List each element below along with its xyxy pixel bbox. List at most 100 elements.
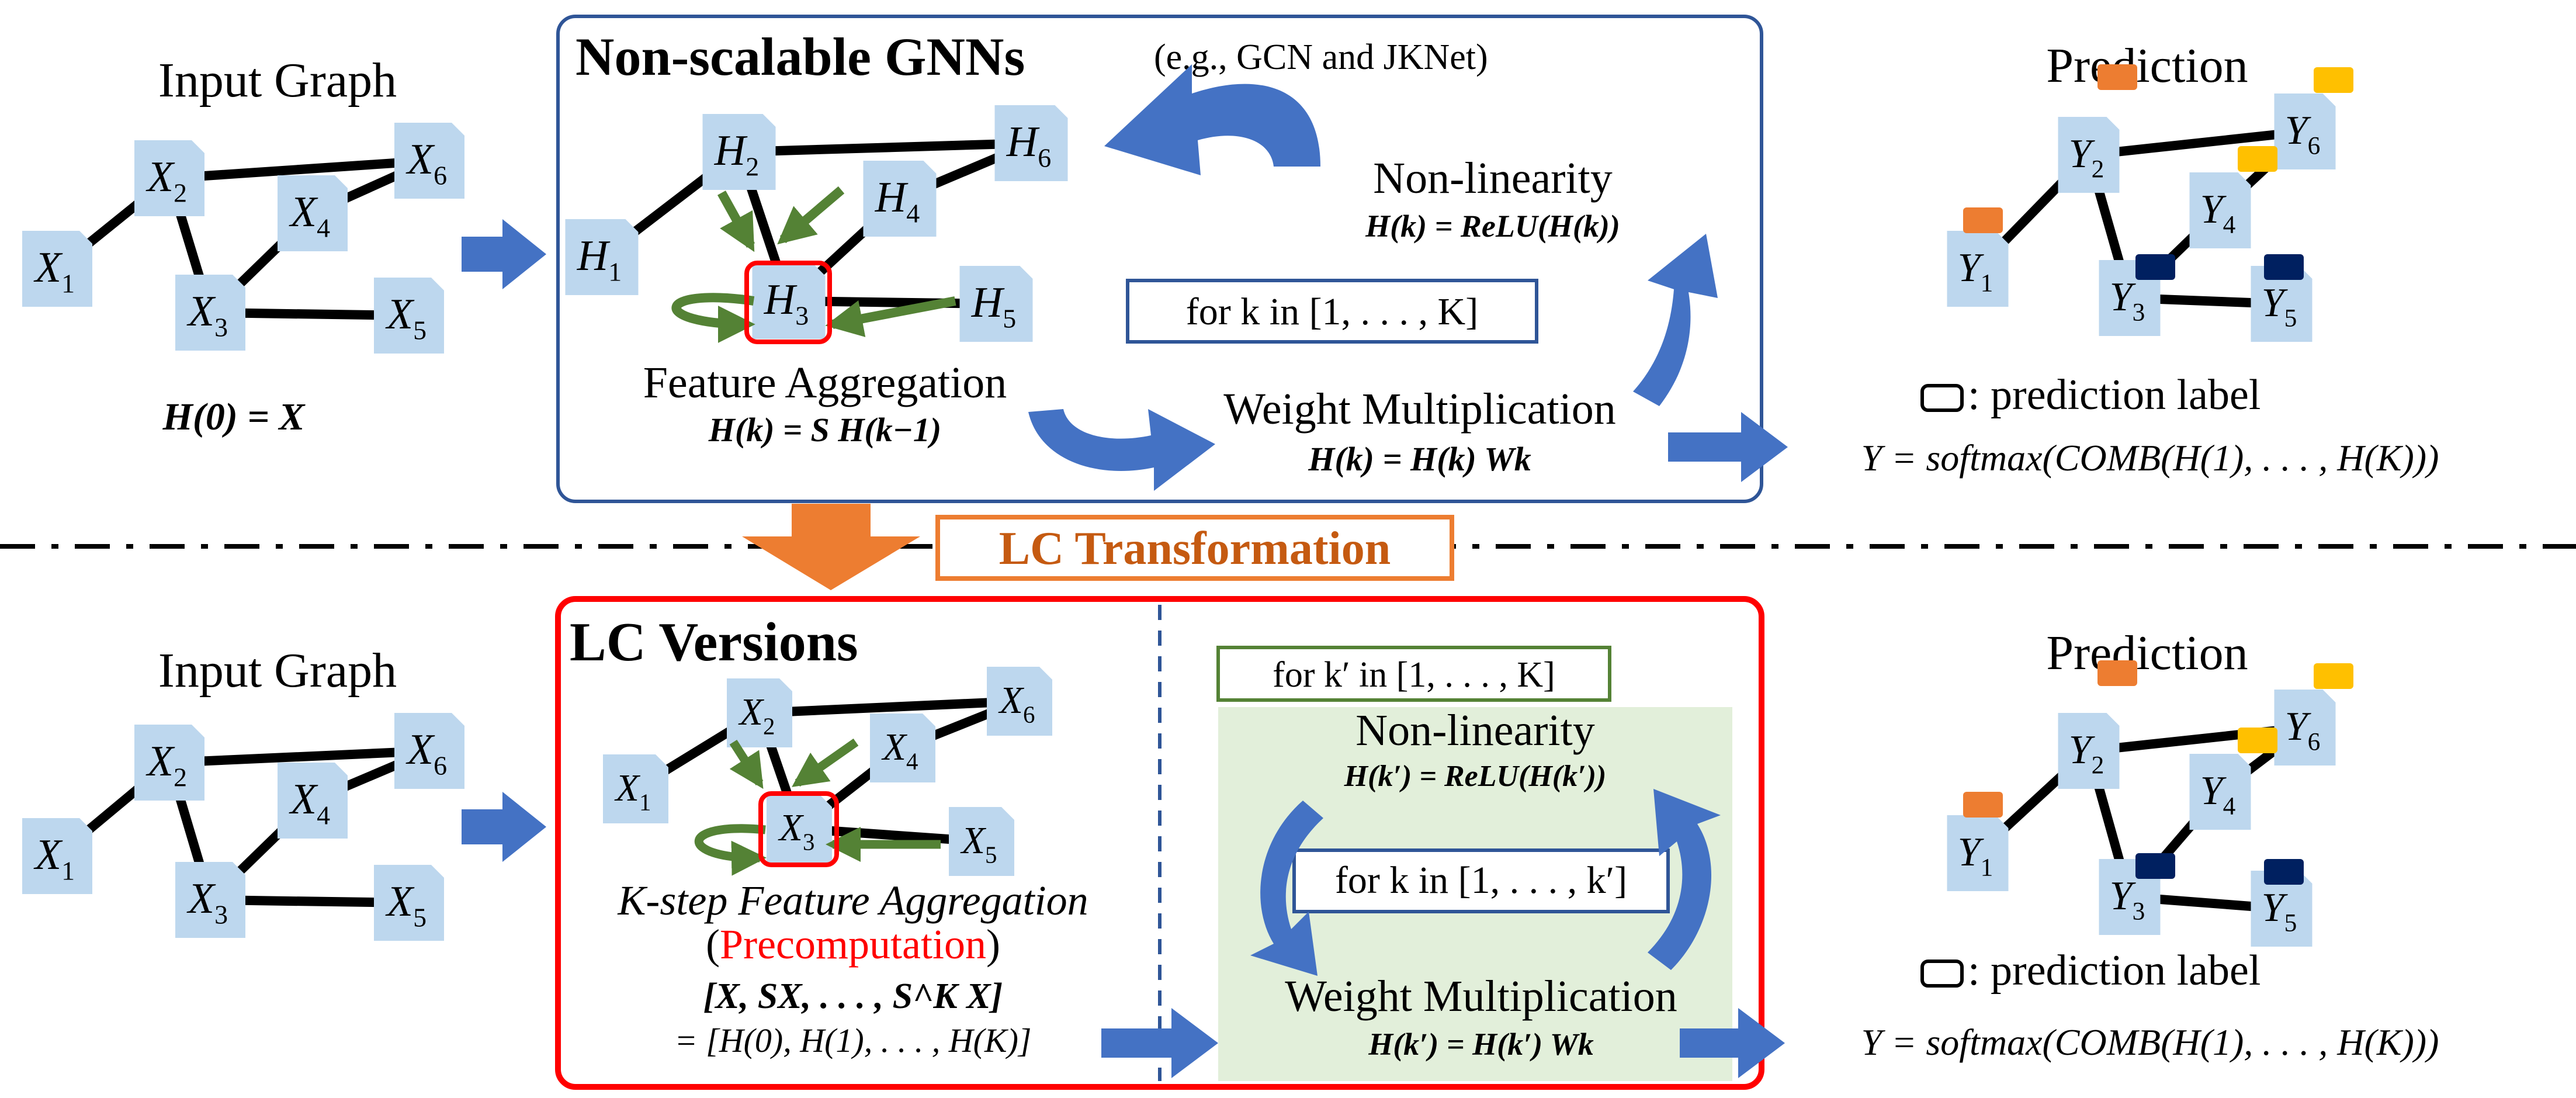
prediction-label-swatch [2314,67,2353,93]
graph-node: Y5 [2251,266,2312,342]
graph-node: Y6 [2274,690,2336,766]
graph-node: Y4 [2189,172,2251,248]
node-label: X3 [778,806,815,855]
node-label: Y5 [2262,280,2297,332]
graph-edge [169,156,430,183]
graph-node: X1 [22,818,92,894]
bottom-outer-loop-box [1216,646,1611,702]
node-box [870,713,935,782]
node-box [2058,713,2120,789]
graph-node: Y1 [1947,815,2009,891]
bottom-x3-highlight [758,791,839,867]
bottom-legend-label: : prediction label [1968,947,2260,995]
bottom-input-title: Input Graph [158,643,397,698]
graph-node: H3 [752,263,826,339]
top-input-formula: H(0) = X [162,396,306,438]
top-prediction-title: Prediction [2046,39,2248,93]
bottom-middle-arrow [1101,1008,1218,1078]
top-panel-title: Non-scalable GNNs [575,27,1025,86]
graph-node: X2 [727,678,792,747]
node-label: Y4 [2200,768,2236,820]
node-box [278,175,348,251]
node-label: X5 [385,878,427,933]
prediction-label-swatch [2238,728,2277,753]
node-label: X6 [405,136,447,190]
node-box [394,713,464,789]
bottom-lc-panel [555,596,1764,1090]
node-label: H1 [577,232,622,287]
graph-node: X5 [374,278,444,354]
bottom-precomp-label: Precomputation [720,921,986,968]
graph-node: H1 [565,219,639,295]
bottom-precomp-line: (Precomputation) [706,921,1000,968]
graph-node: H2 [702,114,776,190]
graph-node: X5 [374,865,444,941]
node-label: X6 [998,679,1035,728]
node-box [767,794,832,863]
bottom-output-formula: Y = softmax(COMB(H(1), . . . , H(K))) [1861,1021,2439,1063]
node-label: X4 [289,775,330,830]
graph-node: Y6 [2274,93,2336,169]
prediction-label-swatch [2264,859,2304,885]
node-box [22,818,92,894]
node-box [134,725,204,801]
bottom-prediction-title: Prediction [2046,626,2248,680]
node-label: Y3 [2110,874,2145,926]
graph-edge [759,697,1020,718]
node-box [2251,266,2312,342]
graph-node: X6 [394,123,464,199]
node-box [2058,117,2120,193]
lc-transformation-box [935,515,1454,581]
node-box [2189,754,2251,830]
node-label: X2 [145,737,187,792]
graph-node: Y2 [2058,713,2120,789]
node-label: Y6 [2285,108,2321,160]
top-aggregation-arrows [671,186,956,343]
node-label: X3 [186,875,228,930]
graph-node: X4 [870,713,935,782]
top-aggregation-label: Feature Aggregation [643,358,1007,407]
node-box [863,161,937,237]
graph-node: X6 [987,667,1052,736]
graph-edge [169,746,430,767]
graph-node: X2 [134,140,204,216]
top-loop-box [1126,279,1538,344]
node-box [278,763,348,839]
node-label: H3 [764,276,809,331]
bottom-nonlinearity-label: Non-linearity [1355,706,1594,755]
node-label: X2 [145,153,187,208]
graph-node: X5 [949,807,1014,876]
bottom-inner-loop-label: for k in [1, . . . , k′] [1335,859,1627,902]
graph-node: X4 [278,763,348,839]
bottom-aggregation-label: K-step Feature Aggregation [617,877,1088,924]
node-box [565,219,639,295]
node-label: H5 [971,279,1016,334]
node-label: Y2 [2069,131,2105,183]
prediction-label-swatch [2097,64,2137,90]
prediction-label-swatch [2135,254,2175,280]
top-input-arrow [462,219,546,289]
top-loop-label: for k in [1, . . . , K] [1186,290,1478,333]
top-legend-label: : prediction label [1968,371,2260,419]
node-label: Y5 [2262,885,2297,937]
prediction-label-swatch [2135,853,2175,879]
node-label: Y6 [2285,704,2321,756]
lc-transformation-label: LC Transformation [999,523,1391,574]
node-box [959,266,1033,342]
prediction-label-swatch [1963,207,2003,233]
node-box [22,231,92,307]
node-label: Y1 [1958,830,1993,882]
top-curved-arrow-down [1028,409,1215,491]
top-weight-formula: H(k) = H(k) Wk [1308,440,1531,478]
graph-node: H5 [959,266,1033,342]
top-weight-label: Weight Multiplication [1223,385,1615,434]
node-box [1947,815,2009,891]
node-box [702,114,776,190]
bottom-input-arrow [462,792,546,862]
node-label: X5 [960,819,997,868]
